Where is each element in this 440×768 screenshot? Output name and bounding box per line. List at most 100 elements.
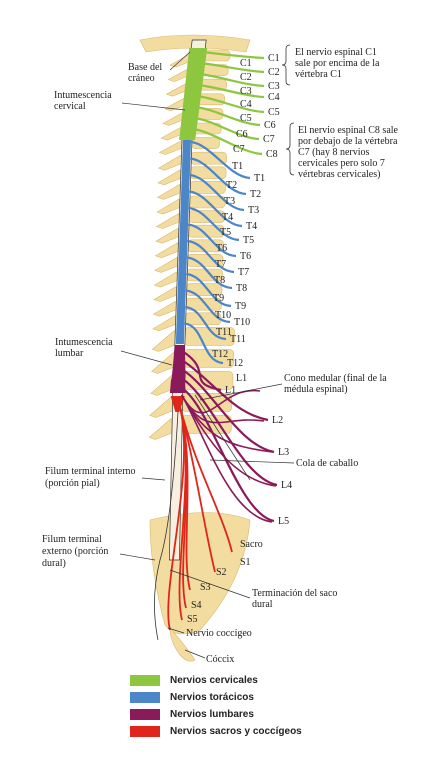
vertebra-label-t7: T7	[215, 259, 226, 270]
sacrum-bone	[149, 512, 251, 635]
lumbar-nerve-root	[181, 394, 273, 523]
nerve-label-c5: C5	[268, 107, 280, 118]
label-skull-base-line: Base del	[128, 62, 162, 73]
vertebra-label-t5: T5	[220, 227, 231, 238]
legend-label: Nervios cervicales	[170, 674, 258, 686]
label-conus: Cono medular (final de la médula espinal…	[284, 373, 389, 395]
spinal-cord	[154, 39, 208, 641]
spinous-process	[149, 395, 175, 418]
label-dural-sac-line: dural	[252, 599, 273, 610]
spinal-nerve-c5	[196, 94, 265, 114]
label-conus-line: Cono medular (final de la	[284, 373, 387, 384]
sacral-label-sacro: Sacro	[240, 539, 263, 550]
label-cervical-enlargement: Intumescencia cervical	[54, 90, 114, 112]
vertebra-label-c2: C2	[240, 72, 252, 83]
vertebra-label-t6: T6	[216, 243, 227, 254]
nerve-label-t9: T9	[235, 301, 246, 312]
nerve-label-c3: C3	[268, 81, 280, 92]
note-c1: El nervio espinal C1 sale por encima de …	[295, 47, 382, 80]
label-filum-internal-line: (porción pial)	[45, 478, 100, 489]
coccyx-bone	[169, 627, 196, 662]
label-skull-base-line: cráneo	[128, 73, 155, 84]
nerve-label-c7: C7	[263, 134, 275, 145]
note-c8-line: vértebras cervicales)	[298, 169, 380, 180]
filum-terminale	[154, 411, 179, 641]
legend-item: Nervios torácicos	[130, 689, 302, 705]
legend-swatch	[130, 691, 160, 703]
dural-sac	[169, 39, 207, 561]
vertebra-label-t8: T8	[214, 275, 225, 286]
spinal-nerve-t10	[185, 289, 231, 324]
legend-swatch	[130, 674, 160, 686]
spinous-process	[155, 213, 181, 229]
label-skull-base: Base del cráneo	[128, 62, 165, 84]
spinal-nerve-c1	[201, 50, 265, 60]
spinous-process	[153, 286, 179, 302]
nerve-label-l3: L3	[278, 447, 289, 458]
label-coccyx: Cóccix	[206, 654, 234, 665]
spinal-nerve-c8	[192, 127, 263, 156]
nerve-label-t12: T12	[227, 358, 243, 369]
vertebra-label-c4: C4	[240, 99, 252, 110]
label-coccygeal-nerve: Nervio coccígeo	[186, 628, 252, 639]
spinous-process	[157, 154, 183, 171]
bracket-c8	[285, 122, 295, 176]
sacral-label-s1: S1	[240, 557, 251, 568]
legend-swatch	[130, 725, 160, 737]
legend-item: Nervios lumbares	[130, 706, 302, 722]
legend-label: Nervios sacros y coccígeos	[170, 725, 302, 737]
label-filum-internal-line: Filum terminal interno	[45, 466, 136, 477]
label-filum-external-line: Filum terminal	[42, 534, 102, 545]
spinous-process	[156, 198, 182, 215]
nerve-label-l4: L4	[281, 480, 292, 491]
legend-swatch	[130, 708, 160, 720]
spinous-process	[151, 329, 177, 352]
spinal-nerve-t3	[189, 173, 245, 212]
nerve-label-t5: T5	[243, 235, 254, 246]
label-cervical-enlargement-line: Intumescencia	[54, 90, 112, 101]
spinal-nerve-l1	[182, 351, 222, 392]
spinal-nerve-t2	[190, 157, 247, 196]
spinal-nerve-t11	[184, 305, 227, 341]
nerve-label-c6: C6	[264, 120, 276, 131]
note-c1-line: El nervio espinal C1	[295, 47, 377, 58]
leader-line	[167, 627, 185, 634]
leader-line	[209, 459, 295, 464]
vertebra-label-c7: C7	[233, 144, 245, 155]
vertebra-label-l1: L1	[236, 373, 247, 384]
vertebra-label-t10: T10	[215, 310, 231, 321]
nerve-label-t3: T3	[248, 205, 259, 216]
spinous-process	[158, 140, 184, 155]
nerve-label-c8: C8	[266, 149, 278, 160]
vertebra-label-t12: T12	[212, 349, 228, 360]
legend-item: Nervios sacros y coccígeos	[130, 723, 302, 739]
spinal-nerve-c3	[199, 72, 265, 88]
note-c8: El nervio espinal C8 sale por debajo de …	[298, 125, 400, 180]
spinal-nerve-t4	[188, 190, 243, 228]
nerve-label-t2: T2	[250, 189, 261, 200]
vertebra-label-c5: C5	[240, 113, 252, 124]
spinal-nerve-t8	[186, 256, 233, 290]
cord-sacral-segment	[170, 396, 185, 412]
leader-line	[121, 102, 186, 111]
spinal-nerve-t1	[190, 140, 251, 180]
note-c8-line: El nervio espinal C8 sale	[298, 125, 399, 136]
nerve-label-t1: T1	[254, 173, 265, 184]
spinous-process	[152, 300, 178, 317]
spinal-nerve-l3	[182, 369, 275, 454]
cord-thoracic-segment	[175, 140, 191, 344]
leader-line	[119, 553, 156, 561]
nerve-label-l5: L5	[278, 516, 289, 527]
label-cauda-equina: Cola de caballo	[296, 458, 358, 469]
spinal-nerve-c6	[195, 105, 261, 127]
vertebra-label-t9: T9	[213, 293, 224, 304]
label-filum-external-line: externo (porción	[42, 546, 108, 557]
label-filum-external-line: dural)	[42, 558, 66, 569]
nerve-label-t8: T8	[236, 283, 247, 294]
leader-line	[120, 350, 173, 366]
label-lumbar-enlargement-line: Intumescencia	[55, 337, 113, 348]
spinous-process	[153, 271, 179, 288]
vertebra-label-c1: C1	[240, 58, 252, 69]
leader-line	[169, 51, 191, 71]
